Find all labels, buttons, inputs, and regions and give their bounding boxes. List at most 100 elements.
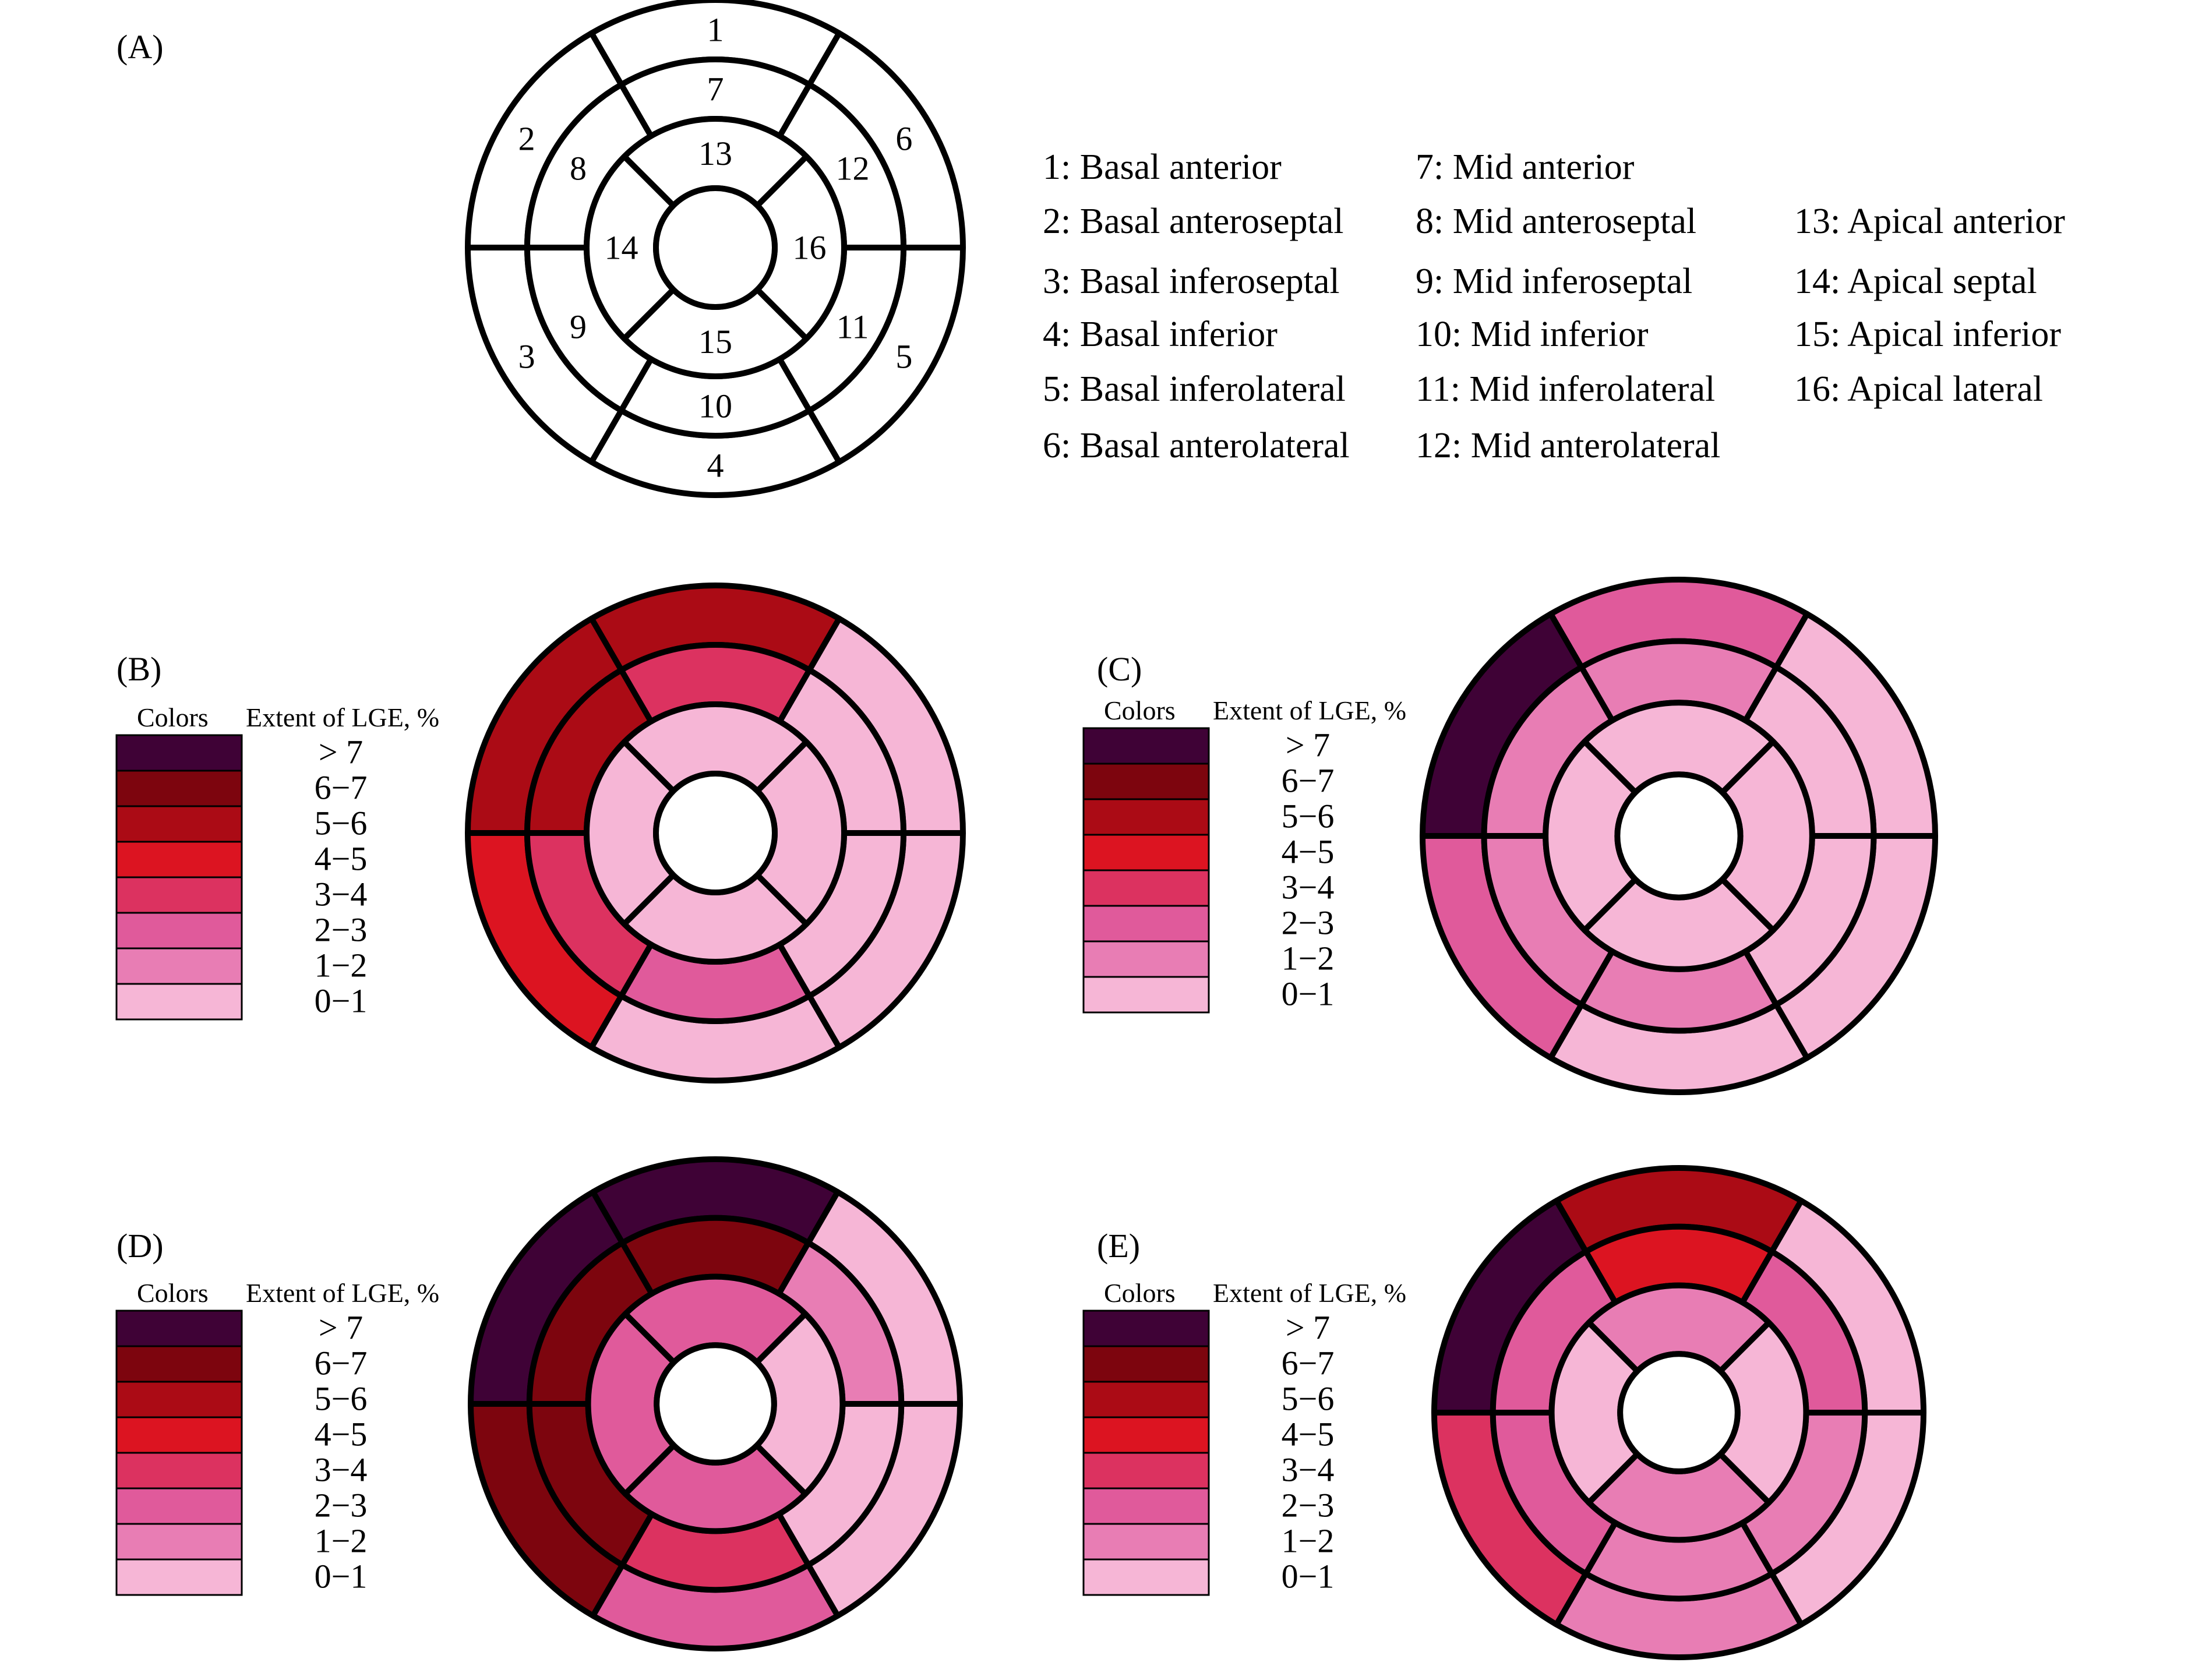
legend-swatch xyxy=(1082,1487,1210,1525)
legend-level-label: 2−3 xyxy=(1282,904,1335,942)
legend-extent-header: Extent of LGE, % xyxy=(1213,696,1406,725)
legend-swatch xyxy=(115,1345,243,1383)
legend-swatch xyxy=(115,1558,243,1596)
panel-label-e: (E) xyxy=(1097,1227,1140,1265)
legend-level-label: 3−4 xyxy=(1282,869,1335,906)
legend-swatch xyxy=(1082,798,1210,836)
legend-swatch xyxy=(1082,905,1210,943)
legend-level-label: 2−3 xyxy=(315,1487,368,1524)
legend-colors-header: Colors xyxy=(1104,1278,1176,1308)
segment-number-3: 3 xyxy=(518,338,535,376)
legend-swatch xyxy=(115,1416,243,1454)
legend-level-label: 1−2 xyxy=(1282,1522,1335,1560)
legend-colors-header: Colors xyxy=(137,703,209,732)
legend-colors-header: Colors xyxy=(137,1278,209,1308)
legend-level-label: > 7 xyxy=(1286,1309,1330,1347)
key-seg-2: 2: Basal anteroseptal xyxy=(1043,202,1344,241)
legend-level-label: 0−1 xyxy=(1282,1558,1335,1596)
legend-level-label: 2−3 xyxy=(315,911,368,949)
legend-swatch xyxy=(115,1523,243,1561)
legend-level-label: > 7 xyxy=(319,1309,363,1347)
legend-swatch xyxy=(115,1452,243,1490)
legend-swatch xyxy=(1082,1381,1210,1418)
legend-level-label: 6−7 xyxy=(315,769,368,807)
bullseye-panel-d xyxy=(468,1156,963,1651)
legend-swatch xyxy=(1082,940,1210,978)
key-seg-9: 9: Mid inferoseptal xyxy=(1416,262,1692,301)
legend-swatch xyxy=(115,805,243,843)
legend-level-label: 1−2 xyxy=(1282,940,1335,977)
legend-swatch xyxy=(115,876,243,914)
segment-number-14: 14 xyxy=(605,229,638,267)
panel-label-a: (A) xyxy=(117,28,164,66)
key-seg-5: 5: Basal inferolateral xyxy=(1043,369,1346,409)
bullseye-panel-c xyxy=(1420,577,1938,1095)
legend-level-label: 4−5 xyxy=(315,1416,368,1453)
segment-number-5: 5 xyxy=(895,338,912,376)
legend-level-label: 0−1 xyxy=(1282,975,1335,1013)
legend-swatch xyxy=(115,1487,243,1525)
legend-swatch xyxy=(115,912,243,950)
bullseye-center-e xyxy=(1617,1351,1741,1474)
segment-number-8: 8 xyxy=(570,150,587,188)
bullseye-center-b xyxy=(653,771,778,895)
key-seg-1: 1: Basal anterior xyxy=(1043,147,1282,187)
key-seg-4: 4: Basal inferior xyxy=(1043,315,1278,354)
legend-level-label: 5−6 xyxy=(1282,1380,1335,1418)
legend-level-label: 3−4 xyxy=(315,876,368,913)
key-seg-15: 15: Apical inferior xyxy=(1794,315,2061,354)
legend-swatch xyxy=(1082,1452,1210,1490)
legend-level-label: 6−7 xyxy=(315,1344,368,1382)
key-seg-3: 3: Basal inferoseptal xyxy=(1043,262,1340,301)
key-seg-12: 12: Mid anterolateral xyxy=(1416,426,1720,465)
legend-swatch xyxy=(1082,1558,1210,1596)
legend-extent-header: Extent of LGE, % xyxy=(246,703,439,732)
segment-number-7: 7 xyxy=(707,70,724,108)
legend-swatch xyxy=(115,983,243,1021)
legend-level-label: 3−4 xyxy=(1282,1451,1335,1489)
segment-number-4: 4 xyxy=(707,447,724,485)
legend-swatch xyxy=(115,1381,243,1418)
legend-swatch xyxy=(115,947,243,985)
legend-level-label: 6−7 xyxy=(1282,1344,1335,1382)
legend-level-label: > 7 xyxy=(319,733,363,771)
bullseye-center-c xyxy=(1614,771,1744,901)
legend-level-label: 0−1 xyxy=(315,1558,368,1596)
legend-level-label: 2−3 xyxy=(1282,1487,1335,1524)
segment-number-13: 13 xyxy=(698,135,732,172)
legend-extent-header: Extent of LGE, % xyxy=(1213,1278,1406,1308)
segment-number-12: 12 xyxy=(836,150,870,188)
legend-swatch xyxy=(115,734,243,772)
panel-label-d: (D) xyxy=(117,1227,164,1265)
bullseye-center-d xyxy=(654,1342,777,1466)
key-seg-6: 6: Basal anterolateral xyxy=(1043,426,1350,465)
legend-swatch xyxy=(115,770,243,807)
panel-label-c: (C) xyxy=(1097,650,1142,688)
segment-number-1: 1 xyxy=(707,11,724,49)
segment-number-15: 15 xyxy=(698,323,732,361)
key-seg-10: 10: Mid inferior xyxy=(1416,315,1649,354)
key-seg-14: 14: Apical septal xyxy=(1794,262,2037,301)
segment-number-16: 16 xyxy=(793,229,827,267)
legend-level-label: > 7 xyxy=(1286,726,1330,764)
bullseye-panel-e xyxy=(1431,1165,1926,1660)
segment-number-6: 6 xyxy=(895,120,912,158)
legend-level-label: 4−5 xyxy=(1282,833,1335,871)
panel-label-b: (B) xyxy=(117,650,161,688)
legend-level-label: 3−4 xyxy=(315,1451,368,1489)
bullseye-panel-b xyxy=(465,583,966,1083)
legend-level-label: 6−7 xyxy=(1282,762,1335,800)
key-seg-16: 16: Apical lateral xyxy=(1794,369,2043,409)
legend-swatch xyxy=(1082,1310,1210,1347)
legend-swatch xyxy=(1082,1416,1210,1454)
legend-extent-header: Extent of LGE, % xyxy=(246,1278,439,1308)
legend-level-label: 4−5 xyxy=(315,840,368,878)
bullseye-center-a xyxy=(653,185,778,310)
legend-level-label: 1−2 xyxy=(315,1522,368,1560)
legend-swatch xyxy=(1082,727,1210,765)
legend-level-label: 0−1 xyxy=(315,982,368,1020)
